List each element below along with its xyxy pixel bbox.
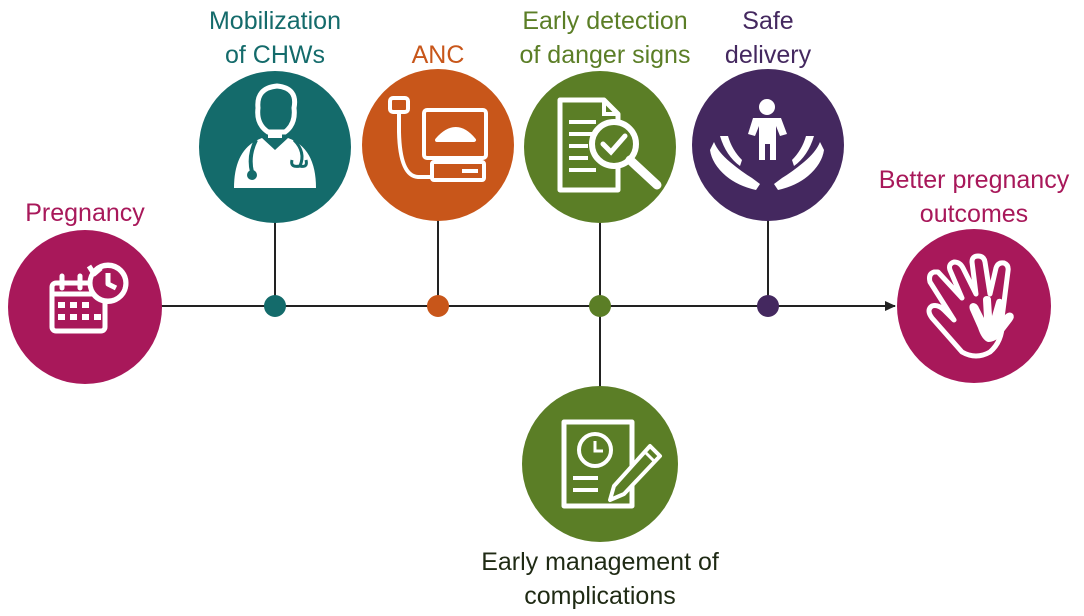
label-outcomes: Better pregnancy outcomes <box>864 163 1084 231</box>
node-anc <box>427 295 449 317</box>
label-chw-line1: Mobilization <box>208 7 341 35</box>
stage-management <box>522 386 678 542</box>
label-delivery-line1: Safe <box>742 7 794 35</box>
document-magnifier-check-icon <box>557 97 662 193</box>
label-chw-line2: of CHWs <box>225 41 325 69</box>
label-delivery: Safe delivery <box>718 4 818 72</box>
anc-circle <box>362 69 514 221</box>
label-pregnancy-line1: Pregnancy <box>25 199 145 227</box>
label-outcomes-line2: outcomes <box>919 200 1029 228</box>
label-detection-line2: of danger signs <box>519 41 691 69</box>
stage-delivery <box>692 69 844 221</box>
label-detection: Early detection of danger signs <box>500 4 710 72</box>
label-anc-line1: ANC <box>411 41 465 69</box>
ultrasound-monitor-icon <box>388 96 488 182</box>
stage-outcomes <box>897 229 1051 383</box>
node-chw <box>264 295 286 317</box>
adult-child-hands-icon <box>926 253 1014 359</box>
stage-pregnancy <box>8 230 162 384</box>
hands-holding-child-icon <box>710 99 824 190</box>
label-outcomes-line1: Better pregnancy <box>878 166 1070 194</box>
clipboard-clock-pen-icon <box>561 419 662 509</box>
stage-anc <box>362 69 514 221</box>
label-delivery-line2: delivery <box>724 41 812 69</box>
label-management-line1: Early management of <box>481 548 719 576</box>
node-delivery <box>757 295 779 317</box>
label-anc: ANC <box>378 38 498 72</box>
label-management-line2: complications <box>524 582 676 610</box>
doctor-stethoscope-icon <box>234 83 316 188</box>
node-detection <box>589 295 611 317</box>
chw-circle <box>199 71 351 223</box>
delivery-circle <box>692 69 844 221</box>
stage-detection <box>524 71 676 223</box>
label-detection-line1: Early detection <box>522 7 688 35</box>
label-chw: Mobilization of CHWs <box>175 4 375 72</box>
stage-chw <box>199 71 351 223</box>
label-pregnancy: Pregnancy <box>0 196 170 230</box>
label-management: Early management of complications <box>455 545 745 613</box>
calendar-history-icon <box>49 262 129 334</box>
